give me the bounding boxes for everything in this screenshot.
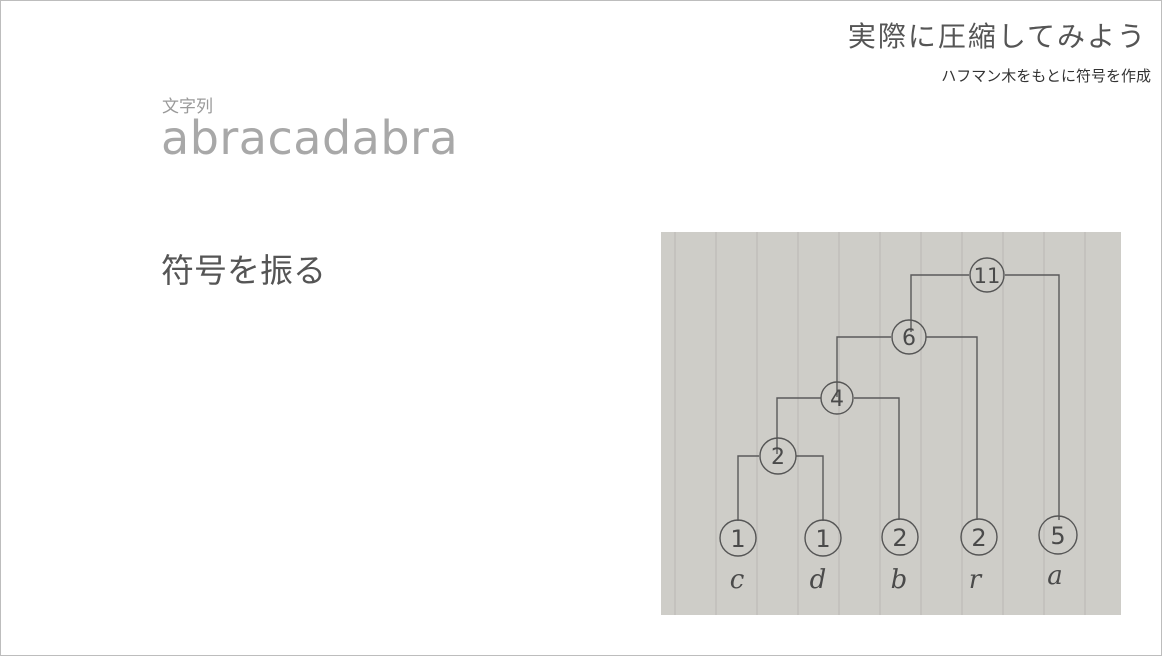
svg-text:2: 2 — [971, 524, 986, 552]
svg-text:6: 6 — [902, 326, 916, 351]
svg-text:4: 4 — [830, 387, 844, 412]
huffman-tree-drawing: 11 6 4 2 1 c 1 d — [674, 232, 1086, 615]
svg-text:1: 1 — [730, 525, 745, 553]
tree-leaf-r: 2 r — [960, 518, 998, 595]
slide-title: 実際に圧縮してみよう — [847, 20, 1147, 53]
section-heading: 符号を振る — [161, 251, 326, 290]
svg-text:c: c — [730, 565, 745, 595]
huffman-tree-photo: 11 6 4 2 1 c 1 d — [661, 232, 1121, 615]
string-label: 文字列 — [162, 97, 213, 117]
svg-text:2: 2 — [771, 445, 785, 470]
paper-lines — [674, 232, 1086, 615]
svg-text:b: b — [891, 565, 908, 595]
tree-node-6: 6 — [891, 319, 927, 355]
tree-node-4: 4 — [820, 381, 854, 415]
svg-text:11: 11 — [974, 264, 1001, 288]
string-value: abracadabra — [161, 111, 459, 165]
tree-leaf-a: 5 a — [1038, 515, 1078, 591]
tree-leaf-d: 1 d — [804, 519, 842, 595]
tree-node-root: 11 — [969, 257, 1005, 293]
tree-leaf-c: 1 c — [719, 519, 757, 595]
svg-text:2: 2 — [892, 524, 907, 552]
tree-leaf-b: 2 b — [881, 518, 919, 595]
svg-text:a: a — [1047, 561, 1063, 591]
tree-node-2: 2 — [759, 437, 797, 475]
tree-edges — [737, 274, 1060, 521]
svg-text:d: d — [810, 565, 827, 595]
svg-text:1: 1 — [815, 525, 830, 553]
svg-text:r: r — [969, 565, 983, 595]
slide-subtitle: ハフマン木をもとに符号を作成 — [941, 67, 1151, 85]
svg-text:5: 5 — [1050, 522, 1065, 550]
